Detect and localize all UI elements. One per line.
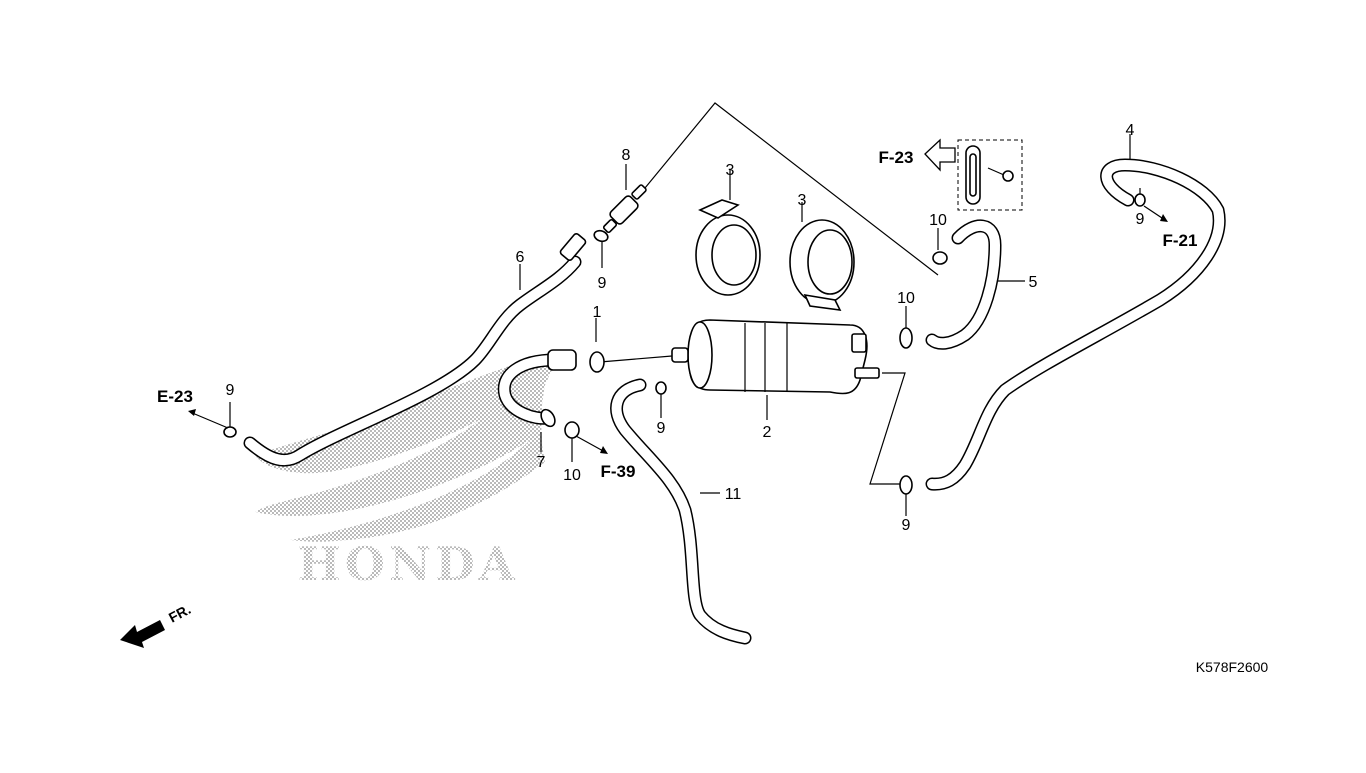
hose-11 — [610, 378, 752, 645]
part-number-6: 6 — [516, 249, 525, 266]
band-3-left — [695, 199, 761, 296]
part-number-9-valve: 9 — [598, 275, 607, 292]
part-number-9-f21: 9 — [1136, 211, 1145, 228]
hose-6 — [243, 232, 587, 467]
front-arrow — [120, 620, 165, 648]
part-number-8: 8 — [622, 147, 631, 164]
part-number-2: 2 — [763, 424, 772, 441]
part-number-7: 7 — [537, 454, 546, 471]
hose-7 — [497, 349, 577, 428]
diagram-code: K578F2600 — [1196, 659, 1269, 675]
band-3-right — [789, 219, 855, 311]
hardware-detail-box — [957, 139, 1023, 211]
part-number-10-top: 10 — [929, 212, 947, 229]
part-number-9-hose4: 9 — [902, 517, 911, 534]
part-number-9-e23: 9 — [226, 382, 235, 399]
part-number-3-right: 3 — [798, 192, 807, 209]
part-number-3-left: 3 — [726, 162, 735, 179]
ref-arrows — [188, 205, 1168, 454]
leader-lines — [229, 102, 1141, 516]
hose-clips — [223, 193, 1146, 495]
hose-4 — [925, 158, 1226, 491]
check-valve-8 — [602, 184, 647, 234]
part-number-10-mid: 10 — [897, 290, 915, 307]
ref-e23: E-23 — [157, 387, 193, 406]
part-number-9-hose11: 9 — [657, 420, 666, 437]
canister-2 — [671, 319, 880, 395]
part-number-11: 11 — [725, 486, 742, 503]
ref-f23: F-23 — [879, 148, 914, 167]
part-number-1: 1 — [593, 304, 602, 321]
honda-logo-text: HONDA — [297, 537, 518, 591]
honda-wing-logo: HONDA — [255, 352, 560, 591]
ref-f21: F-21 — [1163, 231, 1198, 250]
part-number-5: 5 — [1029, 274, 1038, 291]
part-number-4: 4 — [1126, 122, 1135, 139]
front-label: FR. — [166, 601, 193, 626]
part-number-10-f39: 10 — [563, 467, 581, 484]
f23-outline-arrow — [924, 138, 956, 172]
hose-5 — [925, 219, 1002, 350]
ref-f39: F-39 — [601, 462, 636, 481]
